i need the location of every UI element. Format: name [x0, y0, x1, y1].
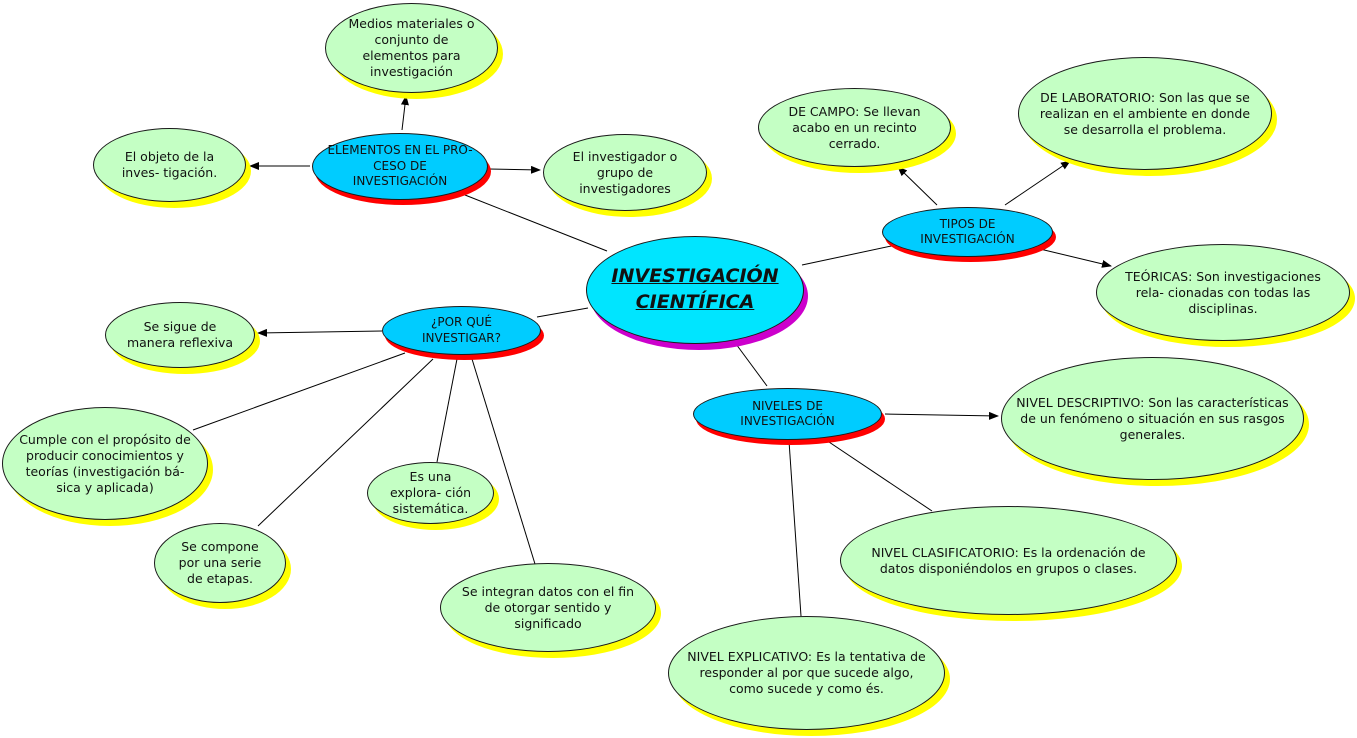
hub-elementos-label: ELEMENTOS EN EL PRO- CESO DE INVESTIGACI…: [327, 143, 473, 189]
edge-porque-cumple: [192, 352, 406, 431]
leaf-reflexiva-node: Se sigue de manera reflexiva: [105, 302, 255, 368]
leaf-laboratorio-label: DE LABORATORIO: Son las que se realizan …: [1039, 89, 1251, 137]
leaf-campo-node: DE CAMPO: Se llevan acabo en un recinto …: [758, 88, 951, 167]
edge-tipos-teoricas: [1039, 248, 1112, 268]
leaf-cumple-node: Cumple con el propósito de producir cono…: [2, 407, 208, 520]
leaf-medios-label: Medios materiales o conjunto de elemento…: [348, 16, 475, 79]
leaf-datos-label: Se integran datos con el fin de otorgar …: [461, 583, 635, 631]
hub-tipos-label: TIPOS DE INVESTIGACIÓN: [920, 216, 1015, 246]
leaf-cumple-label: Cumple con el propósito de producir cono…: [19, 431, 191, 495]
edge-porque-datos: [471, 358, 536, 565]
edge-tipos-campo: [897, 166, 938, 206]
leaf-medios-node: Medios materiales o conjunto de elemento…: [325, 3, 498, 93]
edge-niveles-clasificatorio: [825, 439, 933, 512]
leaf-clasificatorio-label: NIVEL CLASIFICATORIO: Es la ordenación d…: [871, 544, 1146, 576]
edge-elementos-investigador: [488, 165, 541, 174]
leaf-exploracion-node: Es una explora- ción sistemática.: [367, 462, 494, 524]
leaf-laboratorio-node: DE LABORATORIO: Son las que se realizan …: [1018, 57, 1272, 170]
leaf-descriptivo-node: NIVEL DESCRIPTIVO: Son las característic…: [1001, 357, 1304, 480]
leaf-datos-node: Se integran datos con el fin de otorgar …: [440, 563, 656, 652]
edge-center-porque: [536, 307, 589, 318]
hub-porque-node: ¿POR QUÉ INVESTIGAR?: [382, 306, 541, 355]
edge-porque-etapas: [257, 358, 434, 527]
edge-center-elementos: [464, 194, 608, 252]
leaf-etapas-node: Se compone por una serie de etapas.: [154, 523, 286, 603]
edge-porque-reflexiva: [257, 328, 383, 337]
central-topic-node: INVESTIGACIÓN CIENTÍFICA: [586, 236, 804, 344]
hub-niveles-node: NIVELES DE INVESTIGACIÓN: [693, 388, 882, 440]
hub-porque-label: ¿POR QUÉ INVESTIGAR?: [421, 315, 501, 345]
leaf-teoricas-node: TEÓRICAS: Son investigaciones rela- cion…: [1096, 244, 1350, 341]
leaf-investigador-node: El investigador o grupo de investigadore…: [543, 134, 707, 211]
leaf-explicativo-label: NIVEL EXPLICATIVO: Es la tentativa de re…: [687, 649, 926, 696]
edge-center-niveles: [735, 343, 768, 387]
leaf-reflexiva-label: Se sigue de manera reflexiva: [126, 319, 234, 350]
central-topic-label: INVESTIGACIÓN CIENTÍFICA: [611, 265, 779, 313]
leaf-objeto-node: El objeto de la inves- tigación.: [93, 128, 246, 202]
hub-niveles-label: NIVELES DE INVESTIGACIÓN: [740, 398, 835, 428]
edge-niveles-explicativo: [788, 440, 802, 617]
leaf-objeto-label: El objeto de la inves- tigación.: [121, 149, 218, 180]
leaf-descriptivo-label: NIVEL DESCRIPTIVO: Son las característic…: [1016, 394, 1289, 442]
edge-tipos-laboratorio: [1004, 160, 1071, 206]
leaf-teoricas-label: TEÓRICAS: Son investigaciones rela- cion…: [1125, 268, 1321, 316]
leaf-exploracion-label: Es una explora- ción sistemática.: [389, 469, 472, 516]
leaf-campo-label: DE CAMPO: Se llevan acabo en un recinto …: [788, 103, 921, 151]
edge-elementos-medios: [400, 95, 409, 131]
hub-tipos-node: TIPOS DE INVESTIGACIÓN: [882, 207, 1053, 257]
leaf-etapas-label: Se compone por una serie de etapas.: [178, 539, 262, 586]
leaf-explicativo-node: NIVEL EXPLICATIVO: Es la tentativa de re…: [668, 616, 945, 730]
hub-elementos-node: ELEMENTOS EN EL PRO- CESO DE INVESTIGACI…: [312, 133, 488, 200]
edge-porque-exploracion: [436, 358, 458, 463]
leaf-clasificatorio-node: NIVEL CLASIFICATORIO: Es la ordenación d…: [840, 506, 1177, 615]
edge-center-tipos: [801, 244, 897, 266]
leaf-investigador-label: El investigador o grupo de investigadore…: [572, 148, 678, 196]
edge-niveles-descriptivo: [884, 411, 999, 420]
